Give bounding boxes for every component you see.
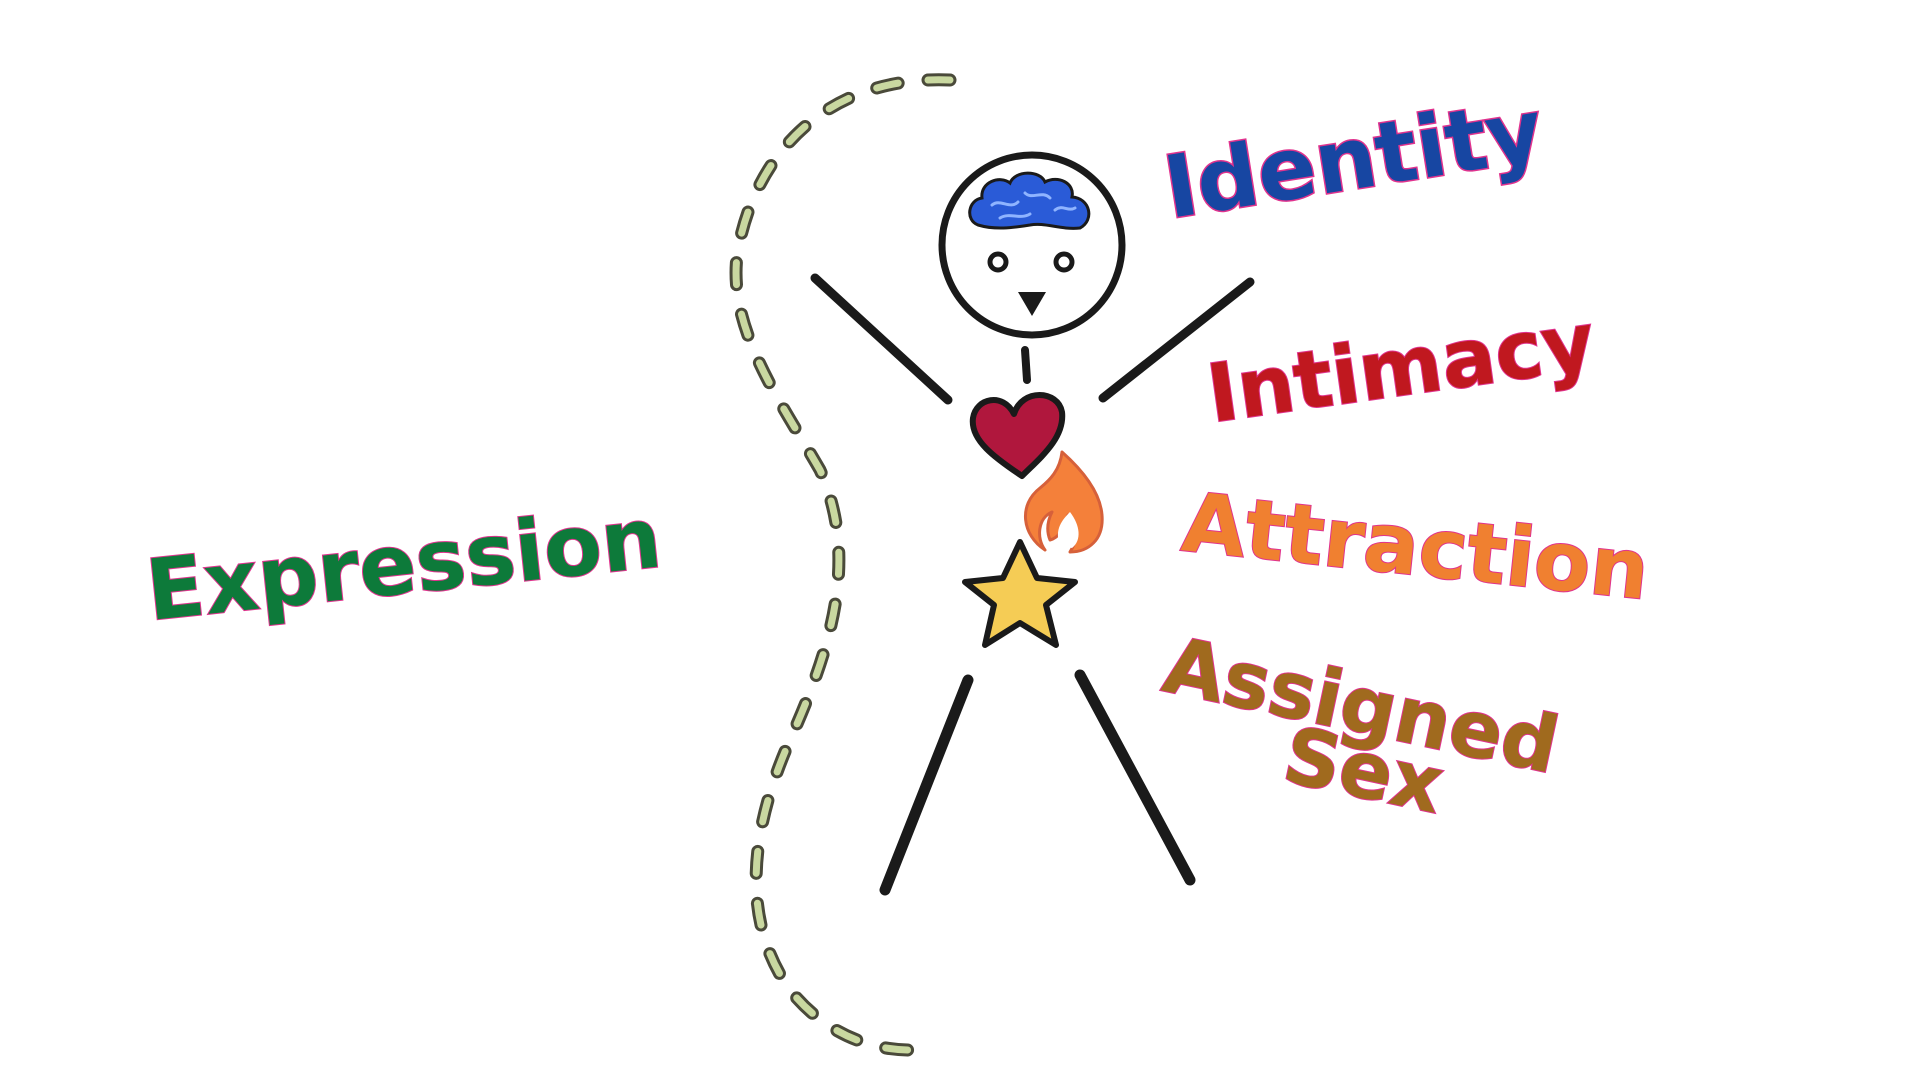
expression-dashed-outline-fill — [732, 76, 954, 1054]
stick-figure-left-arm — [810, 273, 953, 405]
expression-dashed-outline — [729, 73, 957, 1057]
right-eye — [1053, 251, 1075, 273]
stick-figure-face — [987, 251, 1075, 316]
flame-inner — [1057, 512, 1079, 548]
stick-figure-left-leg — [879, 674, 974, 896]
stick-figure-neck — [1021, 346, 1031, 384]
intimacy-label: Intimacy — [1202, 295, 1600, 441]
brain-icon — [968, 171, 1091, 230]
star-icon — [962, 539, 1078, 648]
flame-icon — [1024, 450, 1104, 554]
heart-icon — [969, 392, 1066, 479]
left-eye — [987, 251, 1009, 273]
attraction-label: Attraction — [1178, 475, 1654, 618]
nose — [1018, 292, 1046, 316]
stick-figure-right-leg — [1074, 669, 1196, 886]
expression-label: Expression — [142, 488, 666, 639]
identity-label: Identity — [1158, 80, 1550, 238]
stick-figure-right-arm — [1098, 277, 1255, 403]
